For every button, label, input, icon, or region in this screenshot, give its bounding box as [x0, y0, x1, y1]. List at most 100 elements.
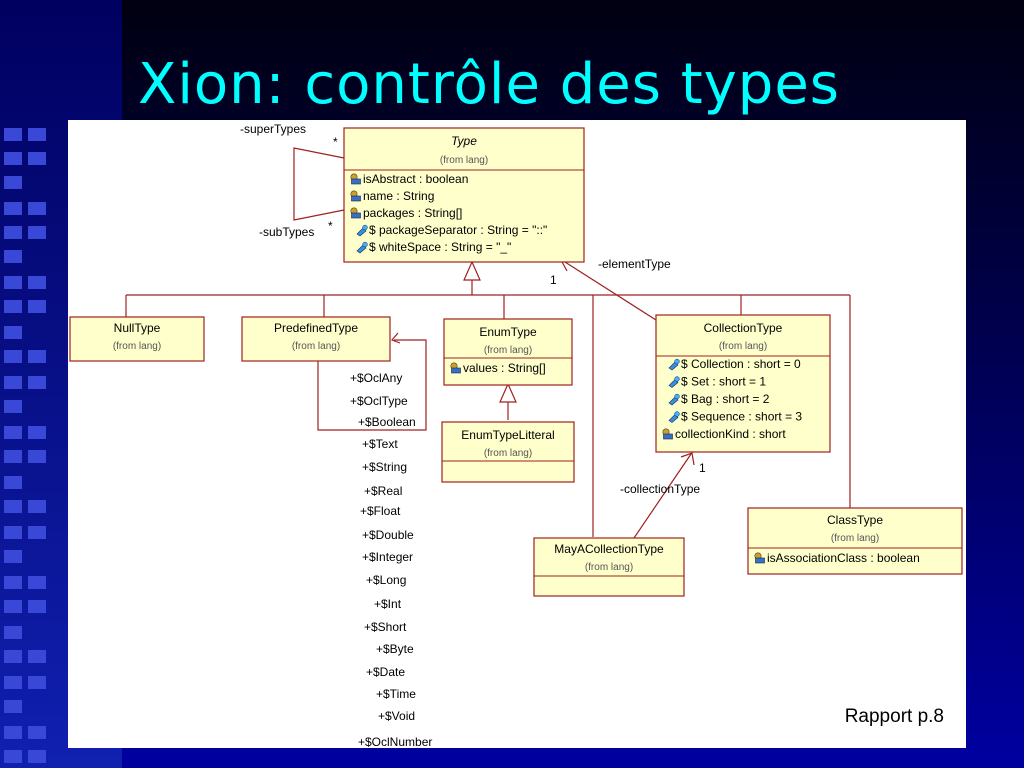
super-types-label: -superTypes: [240, 122, 306, 136]
class-box-classtype: ClassType (from lang) isAssociationClass :…: [747, 507, 963, 575]
class-package: (from lang): [292, 341, 340, 352]
class-box-predefinedtype: PredefinedType (from lang): [241, 316, 391, 362]
decorative-square: [28, 350, 46, 363]
decorative-square: [28, 650, 46, 663]
sub-types-label: -subTypes: [259, 225, 314, 239]
class-name: Type: [451, 134, 477, 148]
decorative-square: [4, 350, 22, 363]
decorative-square: [4, 376, 22, 389]
decorative-square: [28, 576, 46, 589]
class-attribute: values : String[]: [463, 361, 546, 375]
decorative-square: [4, 600, 22, 613]
relationship-lines: [125, 147, 851, 539]
decorative-square: [4, 226, 22, 239]
decorative-square: [28, 202, 46, 215]
predefined-constant-list: +$OclAny+$OclType+$Boolean+$Text+$String…: [350, 371, 432, 748]
predefined-constant: +$Integer: [362, 550, 413, 564]
decorative-square: [4, 326, 22, 339]
predefined-constant: +$Boolean: [358, 415, 416, 429]
class-attribute: $ Sequence : short = 3: [681, 410, 802, 424]
predefined-constant: +$Time: [376, 687, 416, 701]
class-box-frame: [655, 314, 831, 453]
class-box-frame: [443, 318, 573, 386]
decorative-square: [28, 276, 46, 289]
decorative-square: [28, 376, 46, 389]
class-attribute: $ whiteSpace : String = "_": [369, 240, 511, 254]
class-attribute: $ Set : short = 1: [681, 375, 766, 389]
decorative-square: [28, 600, 46, 613]
class-box-type: Type(from lang)isAbstract : booleanname …: [343, 127, 585, 263]
class-attribute: isAbstract : boolean: [363, 172, 468, 186]
class-package: (from lang): [440, 155, 488, 166]
class-package: (from lang): [831, 533, 879, 544]
class-name: PredefinedType: [274, 321, 358, 335]
self-association-line: [293, 147, 345, 221]
predefined-constant: +$Long: [366, 573, 406, 587]
decorative-square: [4, 700, 22, 713]
predefined-constant: +$OclType: [350, 394, 408, 408]
predefined-arrowhead: [390, 332, 401, 344]
class-package: (from lang): [585, 562, 633, 573]
decorative-square: [4, 300, 22, 313]
predefined-constant: +$Real: [364, 484, 402, 498]
uml-class-diagram: Type(from lang)isAbstract : booleanname …: [69, 122, 963, 748]
class-box-frame: [69, 316, 205, 362]
class-package: (from lang): [484, 345, 532, 356]
decorative-square: [4, 202, 22, 215]
class-attribute: $ Collection : short = 0: [681, 357, 801, 371]
decorative-square: [28, 300, 46, 313]
decorative-square: [28, 526, 46, 539]
class-name: ClassType: [827, 513, 883, 527]
class-attribute: isAssociationClass : boolean: [767, 551, 920, 565]
predefined-constant: +$Void: [378, 709, 415, 723]
enumtype-gen-arrowhead: [499, 382, 517, 403]
decorative-square: [4, 276, 22, 289]
predefined-constant: +$String: [362, 460, 407, 474]
element-type-label: -elementType: [598, 257, 671, 271]
decorative-square: [28, 750, 46, 763]
class-boxes: Type(from lang)isAbstract : booleanname …: [69, 127, 963, 597]
decorative-square: [4, 476, 22, 489]
decorative-square: [4, 450, 22, 463]
predefined-constant: +$Short: [364, 620, 407, 634]
predefined-constant: +$Double: [362, 528, 414, 542]
class-box-enumtype: EnumType (from lang) values : String[]: [443, 318, 573, 386]
decorative-square: [4, 550, 22, 563]
class-name: CollectionType: [704, 321, 783, 335]
class-box-frame: [533, 537, 685, 597]
predefined-constant: +$Text: [362, 437, 398, 451]
predefined-constant: +$Int: [374, 597, 402, 611]
predefined-constant: +$OclNumber: [358, 735, 432, 748]
decorative-square: [28, 426, 46, 439]
decorative-square: [4, 576, 22, 589]
element-type-line: [564, 261, 657, 321]
class-box-frame: [441, 421, 575, 483]
decorative-square: [28, 676, 46, 689]
class-box-collectiontype: CollectionType(from lang)$ Collection : …: [655, 314, 831, 453]
super-types-multiplicity: *: [333, 135, 338, 149]
class-box-frame: [343, 127, 585, 263]
decorative-square: [4, 676, 22, 689]
slide-footer-reference: Rapport p.8: [844, 706, 944, 727]
predefined-constant: +$Byte: [376, 642, 414, 656]
decorative-square: [28, 152, 46, 165]
collection-type-line: [633, 453, 692, 539]
predefined-self-line: [317, 339, 427, 431]
decorative-square: [4, 176, 22, 189]
slide-title: Xion: contrôle des types: [138, 52, 840, 117]
class-package: (from lang): [113, 341, 161, 352]
class-name: EnumType: [479, 325, 537, 339]
class-attribute: packages : String[]: [363, 206, 462, 220]
decorative-square: [4, 128, 22, 141]
decorative-square: [4, 400, 22, 413]
class-box-enumtypelitteral: EnumTypeLitteral(from lang): [441, 421, 575, 483]
class-box-nulltype: NullType(from lang): [69, 316, 205, 362]
decorative-square: [4, 526, 22, 539]
decorative-square: [4, 650, 22, 663]
decorative-square: [4, 426, 22, 439]
collection-type-multiplicity: 1: [699, 461, 706, 475]
decorative-square: [4, 152, 22, 165]
element-type-multiplicity: 1: [550, 273, 557, 287]
predefined-constant: +$Date: [366, 665, 405, 679]
collection-type-arrowhead: [680, 452, 695, 466]
